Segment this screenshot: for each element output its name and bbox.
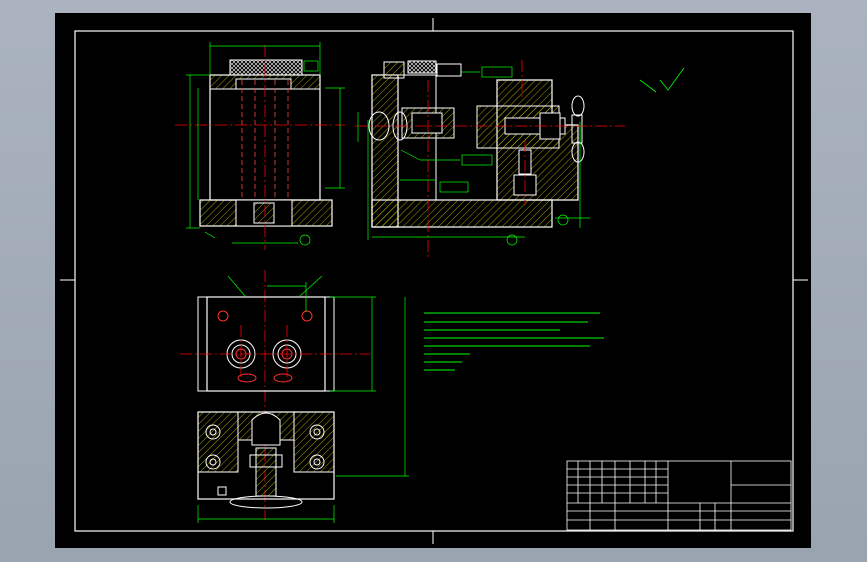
top-view (180, 275, 409, 523)
side-view (355, 60, 685, 260)
technical-notes (424, 312, 604, 371)
drawing-sheet (55, 13, 811, 548)
drawing-frame (60, 18, 808, 544)
title-block (566, 460, 792, 531)
front-view (175, 42, 345, 520)
